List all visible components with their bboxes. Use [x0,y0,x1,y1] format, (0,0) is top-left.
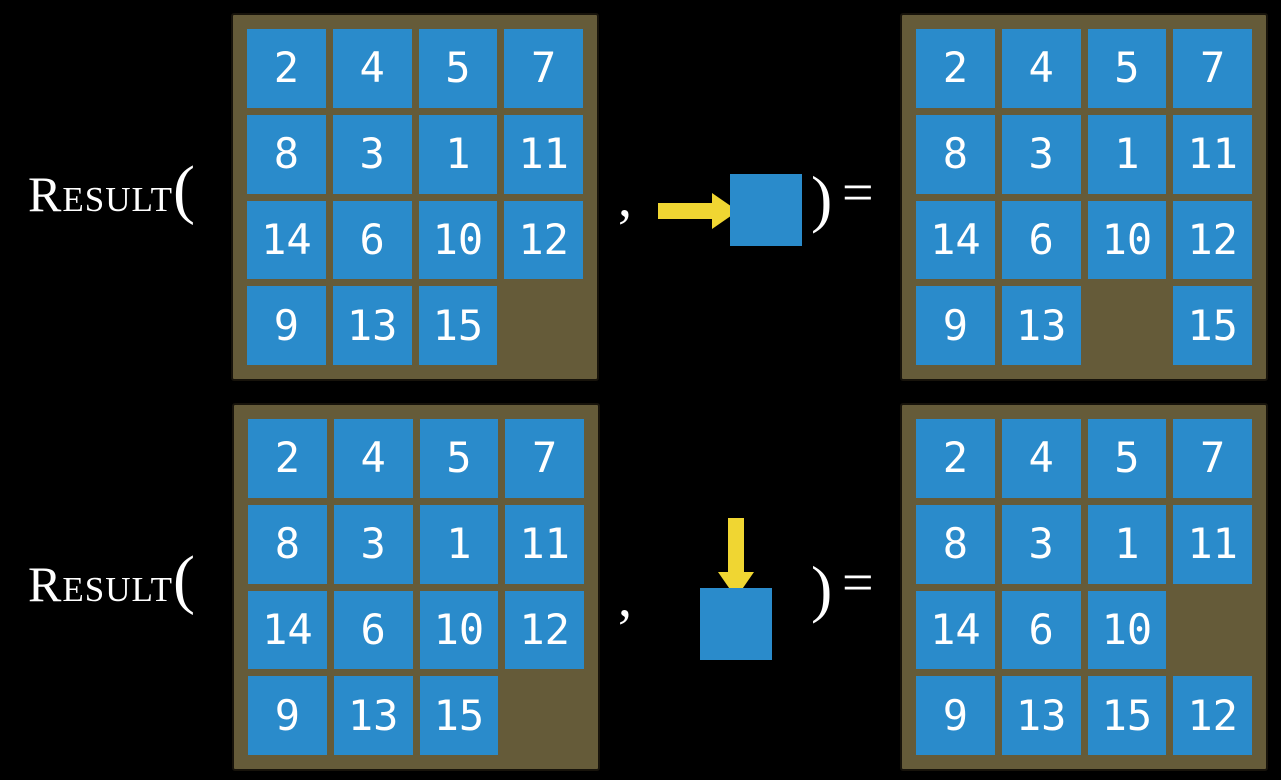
puzzle-tile: 3 [332,114,412,194]
puzzle-tile: 13 [333,676,413,755]
puzzle-tile: 8 [248,504,327,584]
empty-cell [504,286,583,365]
puzzle-tile: 14 [916,200,995,280]
puzzle-tile: 15 [419,676,499,755]
puzzle-tile: 9 [248,676,327,755]
puzzle-tile: 2 [247,29,326,108]
puzzle-tile: 9 [247,286,326,365]
puzzle-tile: 9 [916,286,995,365]
puzzle-tile: 11 [1173,114,1252,194]
puzzle-tile: 15 [1173,286,1252,365]
puzzle-tile: 6 [1001,200,1081,280]
puzzle-tile: 14 [916,590,995,670]
puzzle-tile: 4 [333,419,413,498]
puzzle-tile: 7 [504,29,583,108]
puzzle-tile: 7 [505,419,584,498]
close-paren-icon: ) [811,163,833,234]
puzzle-tile: 4 [332,29,412,108]
puzzle-tile: 14 [247,200,326,280]
puzzle-tile: 8 [916,504,995,584]
result-function-label: Result( [28,157,195,223]
function-name: Result [28,166,174,222]
puzzle-tile: 1 [418,114,498,194]
puzzle-tile: 5 [1087,419,1167,498]
puzzle-tile: 12 [1173,200,1252,280]
puzzle-tile: 1 [419,504,499,584]
puzzle-tile: 5 [1087,29,1167,108]
function-name: Result [28,556,174,612]
puzzle-tile: 8 [916,114,995,194]
puzzle-tile: 4 [1001,419,1081,498]
puzzle-tile: 3 [1001,504,1081,584]
puzzle-tile: 12 [505,590,584,670]
puzzle-tile: 11 [1173,504,1252,584]
puzzle-tile: 6 [333,590,413,670]
equals-sign: = [842,162,874,224]
puzzle-tile: 10 [1087,590,1167,670]
puzzle-tile: 10 [1087,200,1167,280]
puzzle-tile: 1 [1087,504,1167,584]
puzzle-tile: 7 [1173,419,1252,498]
puzzle-tile: 13 [1001,286,1081,365]
equals-sign: = [842,552,874,614]
puzzle-tile: 4 [1001,29,1081,108]
puzzle-tile: 12 [504,200,583,280]
empty-cell [1088,286,1167,365]
puzzle-tile: 8 [247,114,326,194]
action-tile-square [730,174,802,246]
puzzle-tile: 15 [418,286,498,365]
right-arrow-icon [658,193,738,229]
puzzle-tile: 15 [1087,676,1167,755]
puzzle-tile: 7 [1173,29,1252,108]
action-tile-square [700,588,772,660]
puzzle-tile: 2 [916,419,995,498]
puzzle-tile: 3 [1001,114,1081,194]
puzzle-tile: 5 [418,29,498,108]
open-paren-icon: ( [173,153,196,226]
puzzle-tile: 12 [1173,676,1252,755]
puzzle-tile: 2 [916,29,995,108]
puzzle-tile: 3 [333,504,413,584]
puzzle-tile: 5 [419,419,499,498]
open-paren-icon: ( [173,543,196,616]
puzzle-tile: 9 [916,676,995,755]
result-function-label: Result( [28,547,195,613]
empty-cell [1173,591,1252,670]
puzzle-tile: 11 [504,114,583,194]
puzzle-tile: 2 [248,419,327,498]
puzzle-tile: 10 [418,200,498,280]
puzzle-tile: 11 [505,504,584,584]
close-paren-icon: ) [811,553,833,624]
puzzle-tile: 10 [419,590,499,670]
comma-separator: , [618,567,632,629]
puzzle-tile: 6 [1001,590,1081,670]
comma-separator: , [618,167,632,229]
puzzle-tile: 1 [1087,114,1167,194]
puzzle-tile: 6 [332,200,412,280]
puzzle-tile: 13 [332,286,412,365]
empty-cell [505,676,584,755]
puzzle-tile: 13 [1001,676,1081,755]
down-arrow-icon [718,518,754,598]
puzzle-tile: 14 [248,590,327,670]
